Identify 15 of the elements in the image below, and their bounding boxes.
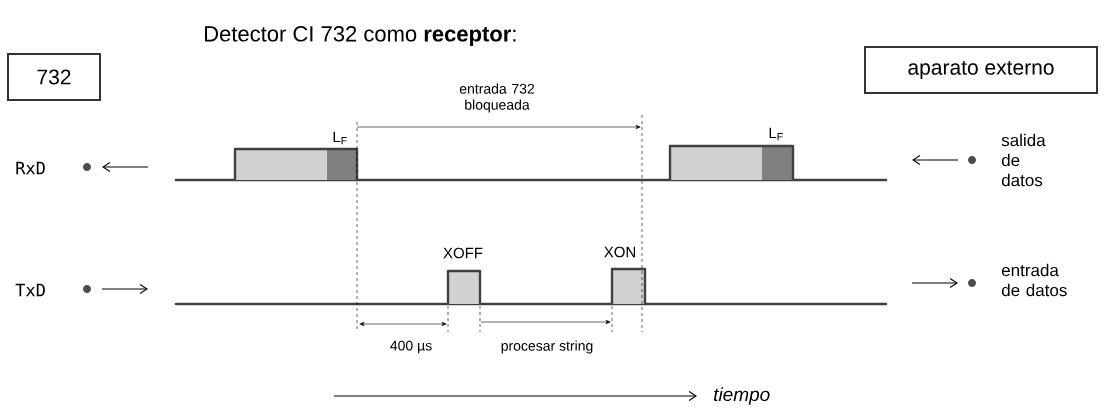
character-label: XON — [604, 246, 636, 258]
signal-label: TxD — [15, 283, 45, 297]
dimension-label: 400 µs — [390, 340, 432, 354]
dimension-label: procesar string — [501, 340, 593, 354]
device-box: 732 — [7, 53, 101, 101]
signal-label: salida de datos — [1001, 133, 1046, 187]
frame-end-label: L$_{F}$ — [333, 131, 347, 145]
device-box: aparato externo — [864, 46, 1098, 94]
axis-label: tiempo — [714, 387, 770, 405]
frame-end-label: L$_{F}$ — [769, 127, 783, 141]
character-label: XOFF — [443, 247, 483, 259]
annotation-label: entrada 732 bloqueada — [459, 83, 535, 113]
signal-label: RxD — [16, 161, 45, 175]
diagram-title: Detector CI 732 como receptor: — [205, 26, 516, 46]
signal-label: entrada de datos — [1001, 263, 1067, 297]
